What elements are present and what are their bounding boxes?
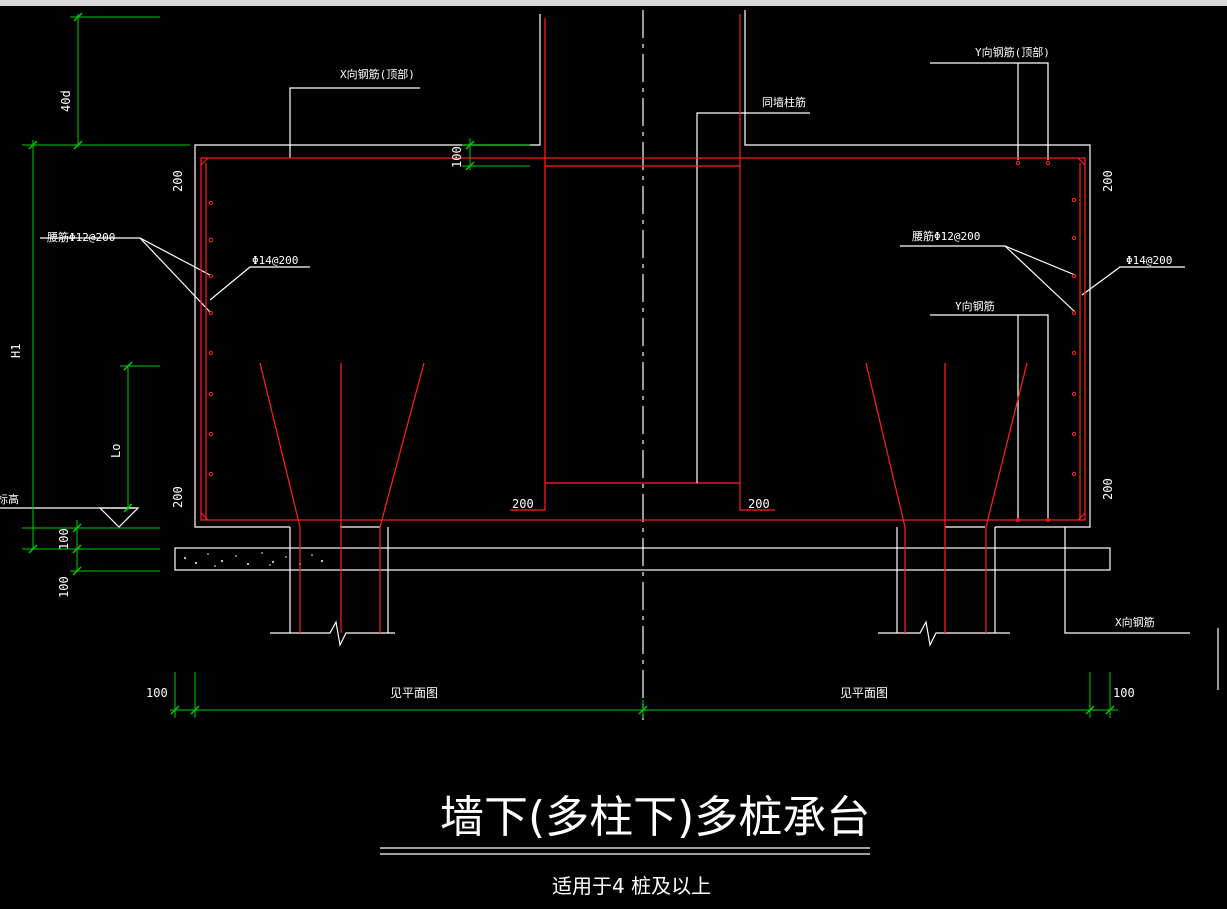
dim-200-centre-right: 200 [748,497,770,511]
label-column-bar: 同墙柱筋 [762,95,806,109]
label-x-bar: X向钢筋 [1115,615,1155,629]
hook-tr [1077,157,1086,166]
column-bar-right [739,14,775,511]
blinding-hatch [184,552,323,567]
drawing-title: 墙下(多柱下)多桩承台 [440,792,870,843]
leader-x-top [289,87,420,158]
hook-tl [200,157,209,166]
dim-see-plan-left: 见平面图 [390,686,438,700]
hook-br [1077,512,1086,521]
label-elevation: 标高 [0,492,19,506]
label-waist-bar-right: 腰筋Φ12@200 [912,229,980,243]
rebar-group [200,14,1086,633]
label-y-bar: Y向钢筋 [955,299,995,313]
pile-right-break [878,620,1010,647]
dim-100-top: 100 [450,146,464,168]
pile-left-break [270,620,395,647]
dim-200-bottom-left: 200 [171,486,185,508]
dim-see-plan-right: 见平面图 [840,686,888,700]
dim-100-right: 100 [1113,686,1135,700]
leader-y-bar [930,314,1049,518]
dim-40d: 40d [59,90,73,112]
dim-200-centre-left: 200 [512,497,534,511]
leader-waist-right [900,245,1076,276]
label-stirrup-left: Φ14@200 [252,254,298,267]
leader-y-top [930,62,1049,160]
window-top-strip [0,0,1227,6]
pile-anchor-left-2 [379,362,425,528]
column-bar-left [510,18,546,511]
dim-h1: H1 [9,344,23,358]
elevation-triangle [98,507,140,528]
dim-100-left: 100 [146,686,168,700]
pile-anchor-right-1 [865,362,906,528]
pile-anchor-left-1 [259,362,301,528]
label-x-top-bar: X向钢筋(顶部) [340,67,415,81]
dim-200-top-left: 200 [171,170,185,192]
dim-100-b: 100 [57,576,71,598]
cap-main-cage [200,157,1086,521]
leader-column [696,112,810,168]
dim-200-top-right: 200 [1101,170,1115,192]
label-y-top-bar: Y向钢筋(顶部) [975,45,1050,59]
leader-waist-left-2 [139,237,211,313]
dimension-group [22,14,1118,718]
label-stirrup-right: Φ14@200 [1126,254,1172,267]
leader-stirrup-left [209,266,310,301]
drawing-subtitle: 适用于4 桩及以上 [552,874,711,898]
dim-100-a: 100 [57,528,71,550]
label-waist-bar-left: 腰筋Φ12@200 [47,230,115,244]
waist-bar-dots [208,160,1077,523]
pile-anchor-right-2 [985,362,1028,528]
outline-group [0,10,1219,855]
cap-outline-left [194,14,541,528]
dimension-ticks [28,12,1115,715]
dim-200-bottom-right: 200 [1101,478,1115,500]
cap-outline-right [744,10,1091,528]
leader-waist-right-2 [1004,245,1076,313]
dim-lo: Lo [109,444,123,458]
hook-bl [200,512,209,521]
leader-stirrup-right [1081,266,1185,296]
leader-x-bar [1064,527,1190,634]
